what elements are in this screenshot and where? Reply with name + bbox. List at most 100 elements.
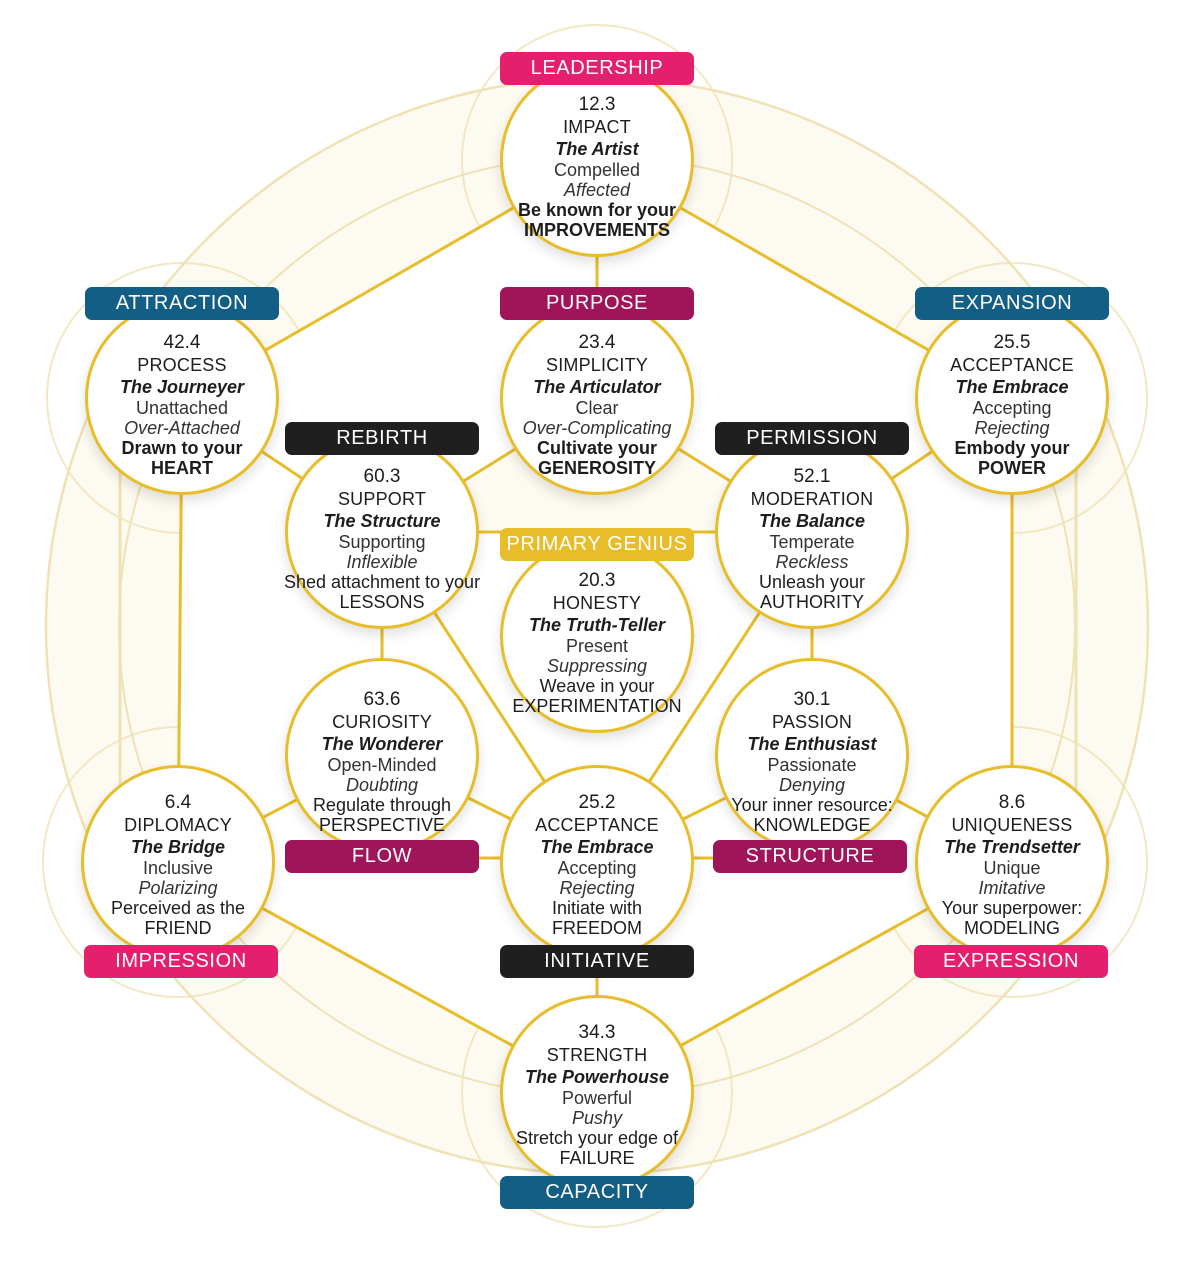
node-attraction[interactable]: 42.4 PROCESS The Journeyer Unattached Ov… — [85, 287, 279, 495]
node-archetype: The Embrace — [540, 837, 654, 857]
node-name: MODERATION — [750, 489, 874, 509]
node-score: 8.6 — [998, 792, 1026, 813]
node-rebirth[interactable]: 60.3 SUPPORT The Structure Supporting In… — [284, 422, 480, 629]
node-line1: Shed attachment to your — [283, 572, 481, 592]
node-negative: Rejecting — [974, 418, 1050, 438]
node-capacity[interactable]: 34.3 STRENGTH The Powerhouse Powerful Pu… — [500, 995, 694, 1209]
node-line1: Regulate through — [312, 795, 452, 815]
node-name: STRENGTH — [546, 1045, 648, 1065]
node-structure[interactable]: 30.1 PASSION The Enthusiast Passionate D… — [713, 658, 909, 873]
node-archetype: The Wonderer — [321, 734, 443, 754]
node-expression[interactable]: 8.6 UNIQUENESS The Trendsetter Unique Im… — [914, 765, 1109, 978]
badge-impression: IMPRESSION — [84, 945, 278, 978]
node-expansion[interactable]: 25.5 ACCEPTANCE The Embrace Accepting Re… — [915, 287, 1109, 495]
node-circle[interactable]: 25.5 ACCEPTANCE The Embrace Accepting Re… — [915, 301, 1109, 495]
badge-flow: FLOW — [285, 840, 479, 873]
node-primary-genius[interactable]: 20.3 HONESTY The Truth-Teller Present Su… — [500, 528, 694, 733]
node-negative: Over-Attached — [124, 418, 240, 438]
node-circle[interactable]: 60.3 SUPPORT The Structure Supporting In… — [283, 435, 481, 629]
node-line2: EXPERIMENTATION — [512, 696, 682, 716]
node-positive: Accepting — [972, 398, 1052, 418]
node-negative: Polarizing — [138, 878, 218, 898]
node-score: 20.3 — [578, 570, 616, 591]
node-circle[interactable]: 25.2 ACCEPTANCE The Embrace Accepting Re… — [500, 765, 694, 959]
node-archetype: The Embrace — [955, 377, 1069, 397]
node-archetype: The Balance — [758, 511, 866, 531]
badge-expansion: EXPANSION — [915, 287, 1109, 320]
node-archetype: The Journeyer — [119, 377, 245, 397]
node-positive: Compelled — [553, 160, 641, 180]
node-negative: Inflexible — [346, 552, 418, 572]
node-name: SUPPORT — [337, 489, 427, 509]
node-flow[interactable]: 63.6 CURIOSITY The Wonderer Open-Minded … — [285, 658, 479, 873]
node-score: 34.3 — [578, 1022, 616, 1043]
node-positive: Powerful — [561, 1088, 633, 1108]
badge-expression: EXPRESSION — [914, 945, 1108, 978]
node-line2: FREEDOM — [552, 918, 642, 938]
node-circle[interactable]: 52.1 MODERATION The Balance Temperate Re… — [715, 435, 909, 629]
node-negative: Doubting — [345, 775, 419, 795]
node-archetype: The Truth-Teller — [528, 615, 665, 635]
node-line2: LESSONS — [339, 592, 425, 612]
node-circle[interactable]: 12.3 IMPACT The Artist Compelled Affecte… — [500, 63, 694, 257]
node-score: 6.4 — [164, 792, 192, 813]
node-line1: Your inner resource: — [731, 795, 893, 815]
badge-leadership: LEADERSHIP — [500, 52, 694, 85]
node-negative: Rejecting — [559, 878, 635, 898]
node-name: SIMPLICITY — [545, 355, 649, 375]
node-archetype: The Artist — [555, 139, 639, 159]
node-circle[interactable]: 34.3 STRENGTH The Powerhouse Powerful Pu… — [500, 995, 694, 1189]
node-score: 42.4 — [163, 332, 201, 353]
node-score: 52.1 — [793, 466, 831, 487]
node-score: 30.1 — [793, 689, 831, 710]
node-archetype: The Powerhouse — [524, 1067, 670, 1087]
node-score: 12.3 — [578, 94, 616, 115]
node-line2: MODELING — [963, 918, 1060, 938]
node-line1: Cultivate your — [536, 438, 658, 458]
node-line2: AUTHORITY — [759, 592, 864, 612]
node-line2: HEART — [151, 458, 213, 478]
node-archetype: The Trendsetter — [944, 837, 1080, 857]
node-circle[interactable]: 30.1 PASSION The Enthusiast Passionate D… — [715, 658, 909, 852]
node-archetype: The Enthusiast — [747, 734, 877, 754]
node-positive: Present — [565, 636, 629, 656]
node-circle[interactable]: 6.4 DIPLOMACY The Bridge Inclusive Polar… — [81, 765, 275, 959]
node-line1: Drawn to your — [121, 438, 243, 458]
node-line1: Your superpower: — [941, 898, 1083, 918]
node-positive: Unattached — [135, 398, 229, 418]
node-line2: FRIEND — [144, 918, 212, 938]
node-positive: Supporting — [338, 532, 426, 552]
node-score: 63.6 — [363, 689, 401, 710]
node-score: 60.3 — [363, 466, 401, 487]
node-line2: IMPROVEMENTS — [523, 220, 670, 240]
node-circle[interactable]: 8.6 UNIQUENESS The Trendsetter Unique Im… — [915, 765, 1109, 959]
node-name: DIPLOMACY — [124, 815, 232, 835]
node-circle[interactable]: 20.3 HONESTY The Truth-Teller Present Su… — [500, 539, 694, 733]
node-circle[interactable]: 42.4 PROCESS The Journeyer Unattached Ov… — [85, 301, 279, 495]
node-name: PASSION — [771, 712, 853, 732]
node-positive: Open-Minded — [327, 755, 437, 775]
node-circle[interactable]: 23.4 SIMPLICITY The Articulator Clear Ov… — [500, 301, 694, 495]
node-name: IMPACT — [563, 117, 631, 137]
node-negative: Imitative — [978, 878, 1046, 898]
node-name: CURIOSITY — [332, 712, 432, 732]
badge-primary-genius: PRIMARY GENIUS — [500, 528, 694, 561]
node-circle[interactable]: 63.6 CURIOSITY The Wonderer Open-Minded … — [285, 658, 479, 852]
node-purpose[interactable]: 23.4 SIMPLICITY The Articulator Clear Ov… — [500, 287, 694, 495]
node-positive: Passionate — [767, 755, 857, 775]
node-archetype: The Articulator — [533, 377, 661, 397]
node-negative: Reckless — [775, 552, 849, 572]
badge-attraction: ATTRACTION — [85, 287, 279, 320]
node-impression[interactable]: 6.4 DIPLOMACY The Bridge Inclusive Polar… — [81, 765, 278, 978]
node-line1: Perceived as the — [110, 898, 246, 918]
node-name: ACCEPTANCE — [535, 815, 659, 835]
node-score: 25.5 — [993, 332, 1031, 353]
node-line1: Stretch your edge of — [515, 1128, 679, 1148]
node-negative: Suppressing — [546, 656, 648, 676]
node-permission[interactable]: 52.1 MODERATION The Balance Temperate Re… — [715, 422, 909, 629]
node-negative: Over-Complicating — [522, 418, 672, 438]
node-initiative[interactable]: 25.2 ACCEPTANCE The Embrace Accepting Re… — [500, 765, 694, 978]
node-name: ACCEPTANCE — [950, 355, 1074, 375]
badge-capacity: CAPACITY — [500, 1176, 694, 1209]
node-leadership[interactable]: 12.3 IMPACT The Artist Compelled Affecte… — [500, 52, 694, 257]
